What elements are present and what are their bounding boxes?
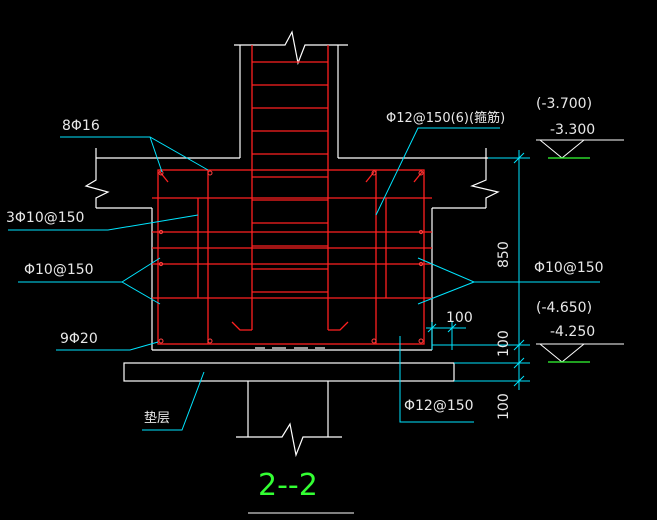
leader-cushion xyxy=(142,371,205,431)
stirrup-hook-inner-right xyxy=(365,171,375,183)
elevation-upper-value: -3.300 xyxy=(550,122,595,138)
elevation-lower-value: -4.250 xyxy=(550,324,595,340)
leader-lines xyxy=(8,127,600,431)
column-bar-right-hook xyxy=(328,321,349,331)
elevation-upper-triangle xyxy=(539,139,585,159)
left-wall-break-line xyxy=(84,148,110,208)
rebar-cage xyxy=(152,45,432,345)
stirrup-hook-top-right xyxy=(413,171,423,183)
label-stirrup-top: Φ12@150(6)(箍筋) xyxy=(386,110,505,126)
lower-column-break-line xyxy=(236,422,342,458)
concrete-outline xyxy=(84,30,500,458)
dimension-lines xyxy=(426,150,530,390)
leader-bottom-rebar xyxy=(56,341,159,351)
label-side-rebar-left: 3Φ10@150 xyxy=(6,210,84,226)
column-top-break-line xyxy=(234,30,348,66)
leader-side-rebar-left xyxy=(8,214,199,231)
leader-stirrup-top xyxy=(375,127,500,216)
label-cushion: 垫层 xyxy=(144,410,170,426)
rebar-dots xyxy=(158,170,424,344)
stirrup-hook-top-left xyxy=(159,171,169,183)
leader-top-rebar xyxy=(60,136,209,171)
beam-outer-stirrup xyxy=(157,169,425,345)
label-bottom-rebar: 9Φ20 xyxy=(60,331,98,347)
elevation-lower-original: (-4.650) xyxy=(536,300,592,316)
column-bar-left-hook xyxy=(231,321,252,331)
leader-bottom-mesh xyxy=(399,336,474,423)
elevation-base-marks xyxy=(548,157,590,363)
column-ties xyxy=(252,61,328,293)
dim-label-cover: 100 xyxy=(446,310,473,326)
label-waist-left: Φ10@150 xyxy=(24,262,94,278)
elevation-upper-original: (-3.700) xyxy=(536,96,592,112)
right-wall-break-line xyxy=(470,148,500,208)
dim-ticks xyxy=(513,152,525,387)
dim-label-cushion-thickness: 100 xyxy=(496,393,512,420)
section-title: 2--2 xyxy=(258,468,318,503)
dim-label-cushion-offset: 100 xyxy=(496,330,512,357)
label-bottom-mesh: Φ12@150 xyxy=(404,398,474,414)
dim-label-beam-depth: 850 xyxy=(496,241,512,268)
elevation-lower-triangle xyxy=(539,343,585,363)
cushion-layer xyxy=(123,362,455,382)
label-waist-right: Φ10@150 xyxy=(534,260,604,276)
label-top-rebar: 8Φ16 xyxy=(62,118,100,134)
